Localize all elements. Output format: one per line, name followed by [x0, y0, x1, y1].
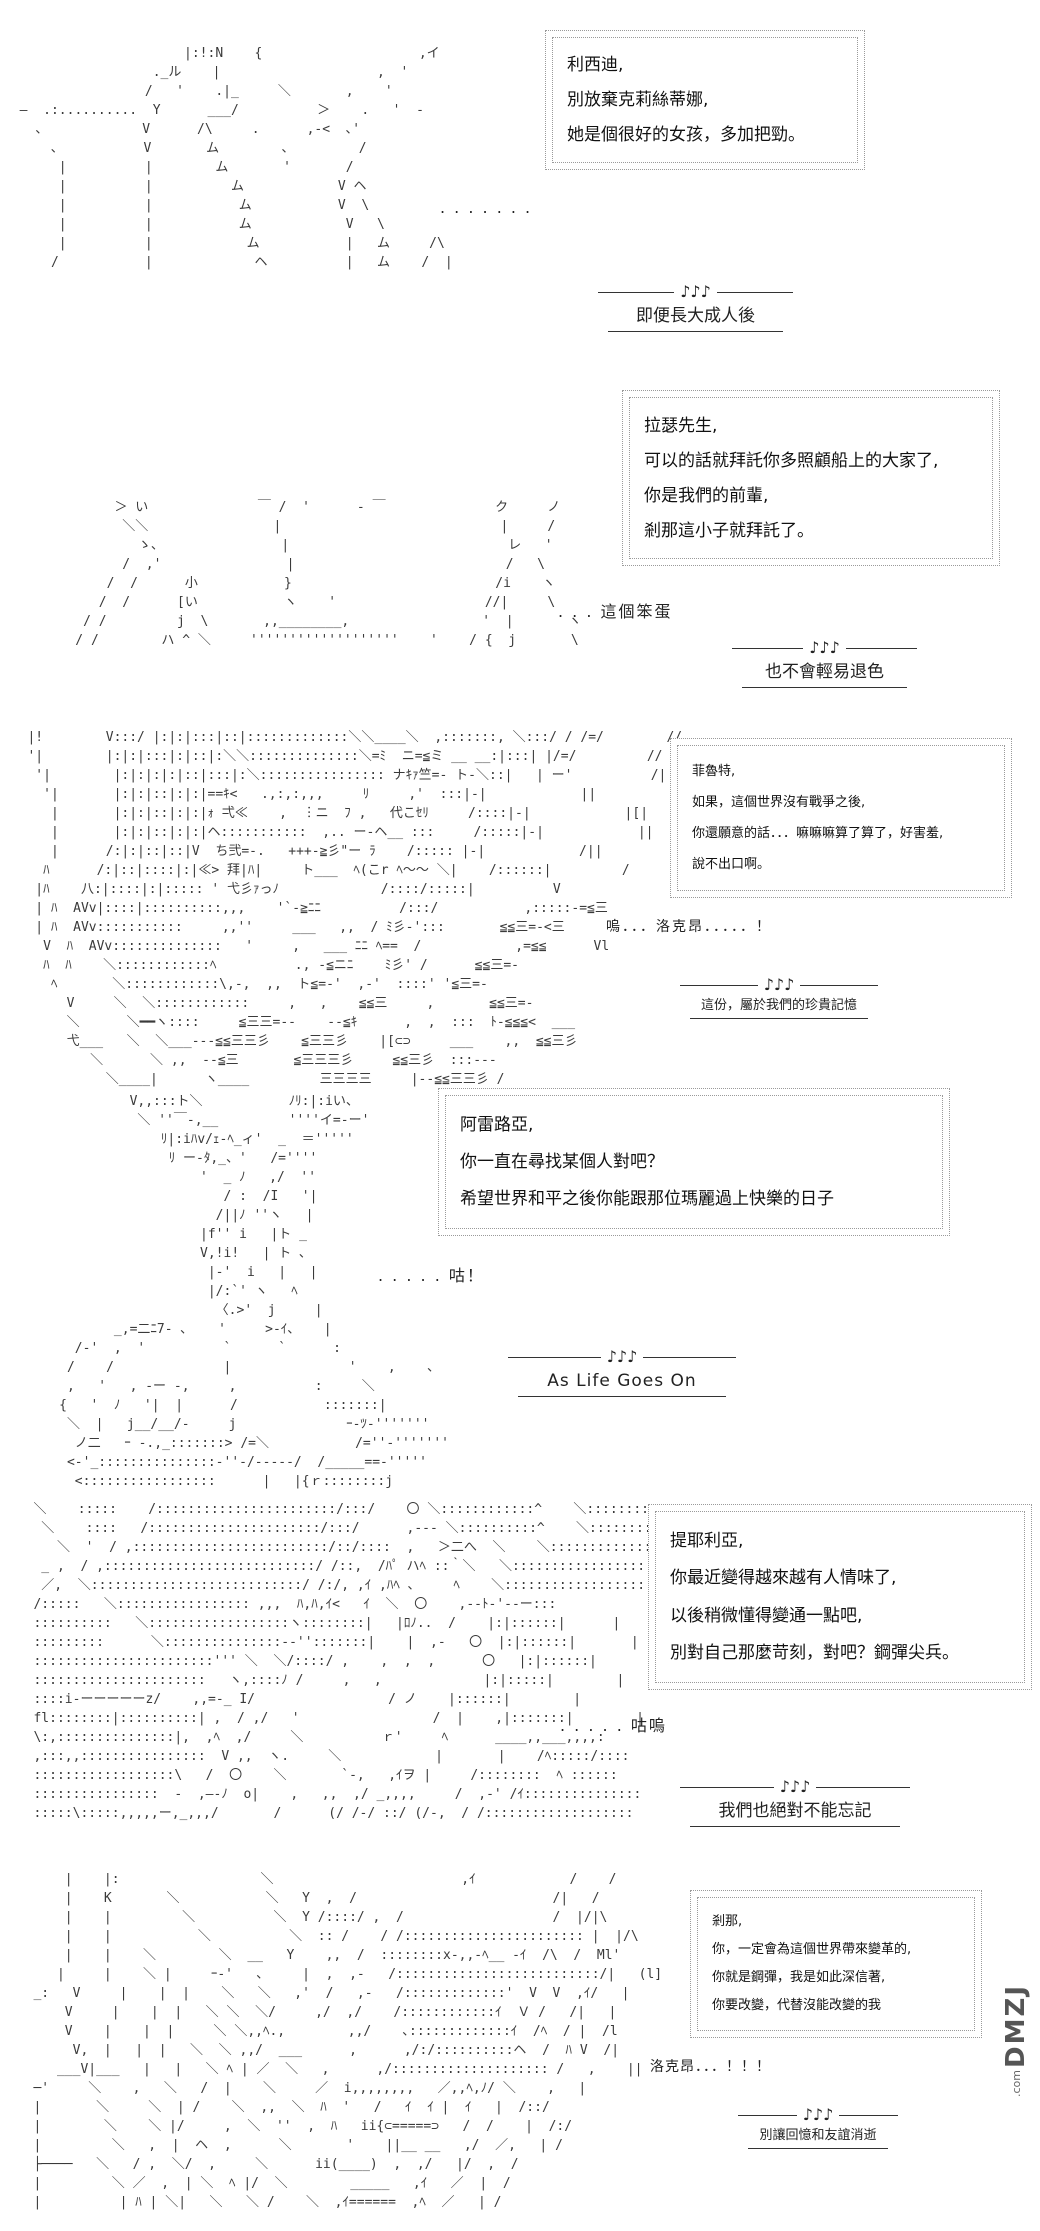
music-notes: ♪♪♪ — [763, 975, 795, 994]
ellipsis-text: . . . . . 咕嗚 — [560, 1716, 667, 1735]
music-notes: ♪♪♪ — [779, 1777, 811, 1796]
caption-title: 這份，屬於我們的珍貴記憶 — [700, 998, 857, 1013]
speech-line: 菲魯特, — [692, 763, 736, 779]
panel-1: |:!:N { ,イ ._ル | , ' / ' .|_ ＼ , ' ― .:.… — [0, 0, 1040, 360]
speech-box: 提耶利亞, 你最近變得越來越有人情味了, 以後稍微懂得變通一點吧, 別對自己那麼… — [648, 1504, 1032, 1690]
speech-line: 拉瑟先生, — [644, 415, 718, 436]
ascii-art-figures: V,,:::ト＼ ﾉﾘ:|:iい、 ＼ ''￣-,__ ''''イ=-ー' ﾘ|… — [59, 1094, 450, 1489]
caption-title: As Life Goes On — [547, 1371, 697, 1391]
music-notes: ♪♪♪ — [802, 2105, 834, 2124]
caption-title: 我們也絕對不能忘記 — [718, 1801, 872, 1821]
speech-line: 她是個很好的女孩，多加把勁。 — [567, 124, 805, 145]
watermark-domain: .com — [1009, 2069, 1023, 2097]
speech-line: 你是我們的前輩, — [644, 485, 769, 506]
ellipsis-text: . . . . . . . — [440, 198, 533, 217]
ascii-art-figures: | |: ＼ ,ｲ / / | K ＼ ＼ Y , / /| / | | ＼ ＼… — [33, 1872, 663, 2210]
speech-line: 你一直在尋找某個人對吧？ — [460, 1151, 664, 1172]
speech-box: 剎那, 你，一定會為這個世界帶來變革的, 你就是鋼彈，我是如此深信著, 你要改變… — [690, 1890, 982, 2038]
caption: ♪♪♪ 即便長大成人後 — [598, 282, 794, 332]
panel-5: ＼ ::::: /:::::::::::::::::::::::/:::/ 〇 … — [0, 1490, 1040, 1860]
speech-line: 可以的話就拜託你多照顧船上的大家了, — [644, 450, 939, 471]
speech-line: 你就是鋼彈，我是如此深信著, — [712, 1970, 886, 1985]
panel-6: | |: ＼ ,ｲ / / | K ＼ ＼ Y , / /| / | | ＼ ＼… — [0, 1870, 1040, 2210]
caption-title: 也不會輕易退色 — [765, 662, 884, 682]
watermark-logo: DMZJ — [1001, 1984, 1031, 2068]
caption: ♪♪♪ 我們也絕對不能忘記 — [680, 1777, 911, 1827]
speech-line: 你還願意的話．．．嘛嘛嘛算了算了，好害羞, — [692, 825, 944, 841]
speech-line: 提耶利亞, — [670, 1530, 744, 1551]
music-notes: ♪♪♪ — [606, 1347, 638, 1366]
caption: ♪♪♪ 這份，屬於我們的珍貴記憶 — [680, 975, 879, 1019]
speech-line: 剎那這小子就拜託了。 — [644, 520, 814, 541]
speech-line: 你，一定會為這個世界帶來變革的, — [712, 1942, 912, 1957]
speech-box: 利西迪, 別放棄克莉絲蒂娜, 她是個很好的女孩，多加把勁。 — [545, 30, 865, 170]
music-notes: ♪♪♪ — [680, 282, 711, 301]
ascii-art-figures: |! V:::/ |:|:|:::|::|:::::::::::::＼＼____… — [27, 730, 682, 1087]
site-watermark: DMZJ .com — [996, 1984, 1036, 2144]
speech-line: 別對自己那麼苛刻，對吧？鋼彈尖兵。 — [670, 1643, 959, 1664]
caption: ♪♪♪ As Life Goes On — [508, 1347, 737, 1397]
panel-3: |! V:::/ |:|:|:::|::|:::::::::::::＼＼____… — [0, 720, 1040, 1087]
speech-box: 菲魯特, 如果，這個世界沒有戰爭之後, 你還願意的話．．．嘛嘛嘛算了算了，好害羞… — [670, 738, 1012, 898]
ellipsis-text: . . . 這個笨蛋 — [558, 602, 673, 621]
caption: ♪♪♪ 也不會輕易退色 — [732, 638, 918, 688]
speech-line: 如果，這個世界沒有戰爭之後, — [692, 794, 866, 810]
speech-line: 希望世界和平之後你能跟那位瑪麗過上快樂的日子 — [460, 1189, 834, 1210]
ascii-art-figures: |:!:N { ,イ ._ル | , ' / ' .|_ ＼ , ' ― .:.… — [19, 46, 453, 270]
speech-line: 阿雷路亞, — [460, 1114, 534, 1135]
panel-2: ＞ い ￣ / ' - ￣ ク ノ ＼＼ | | / ゝ、 | レ ' / ,' — [0, 370, 1040, 700]
caption-title: 別讓回憶和友誼消逝 — [759, 2128, 877, 2143]
speech-line: 剎那, — [712, 1914, 743, 1929]
ascii-art-figures: ＼ ::::: /:::::::::::::::::::::::/:::/ 〇 … — [33, 1502, 707, 1821]
speech-line: 你要改變，代替沒能改變的我 — [712, 1998, 882, 2013]
caption: ♪♪♪ 別讓回憶和友誼消逝 — [738, 2105, 899, 2149]
panel-4: V,,:::ト＼ ﾉﾘ:|:iい、 ＼ ''￣-,__ ''''イ=-ー' ﾘ|… — [0, 1070, 1040, 1489]
speech-line: 利西迪, — [567, 55, 624, 76]
speech-line: 你最近變得越來越有人情味了, — [670, 1568, 897, 1589]
ellipsis-text: . . . . . 咕！ — [378, 1266, 485, 1285]
ellipsis-text: 嗚．．．洛克昂．．．．．！ — [606, 919, 772, 935]
ascii-art-figures: ＞ い ￣ / ' - ￣ ク ノ ＼＼ | | / ゝ、 | レ ' / ,' — [75, 500, 582, 648]
speech-line: 以後稍微懂得變通一點吧, — [670, 1605, 863, 1626]
speech-box: 拉瑟先生, 可以的話就拜託你多照顧船上的大家了, 你是我們的前輩, 剎那這小子就… — [622, 390, 1000, 566]
ellipsis-text: 洛克昂．．．！！！ — [650, 2059, 771, 2075]
caption-title: 即便長大成人後 — [636, 306, 755, 326]
speech-box: 阿雷路亞, 你一直在尋找某個人對吧？ 希望世界和平之後你能跟那位瑪麗過上快樂的日… — [438, 1088, 950, 1236]
speech-line: 說不出口啊。 — [692, 856, 771, 872]
speech-line: 別放棄克莉絲蒂娜, — [567, 89, 709, 110]
music-notes: ♪♪♪ — [809, 638, 840, 657]
